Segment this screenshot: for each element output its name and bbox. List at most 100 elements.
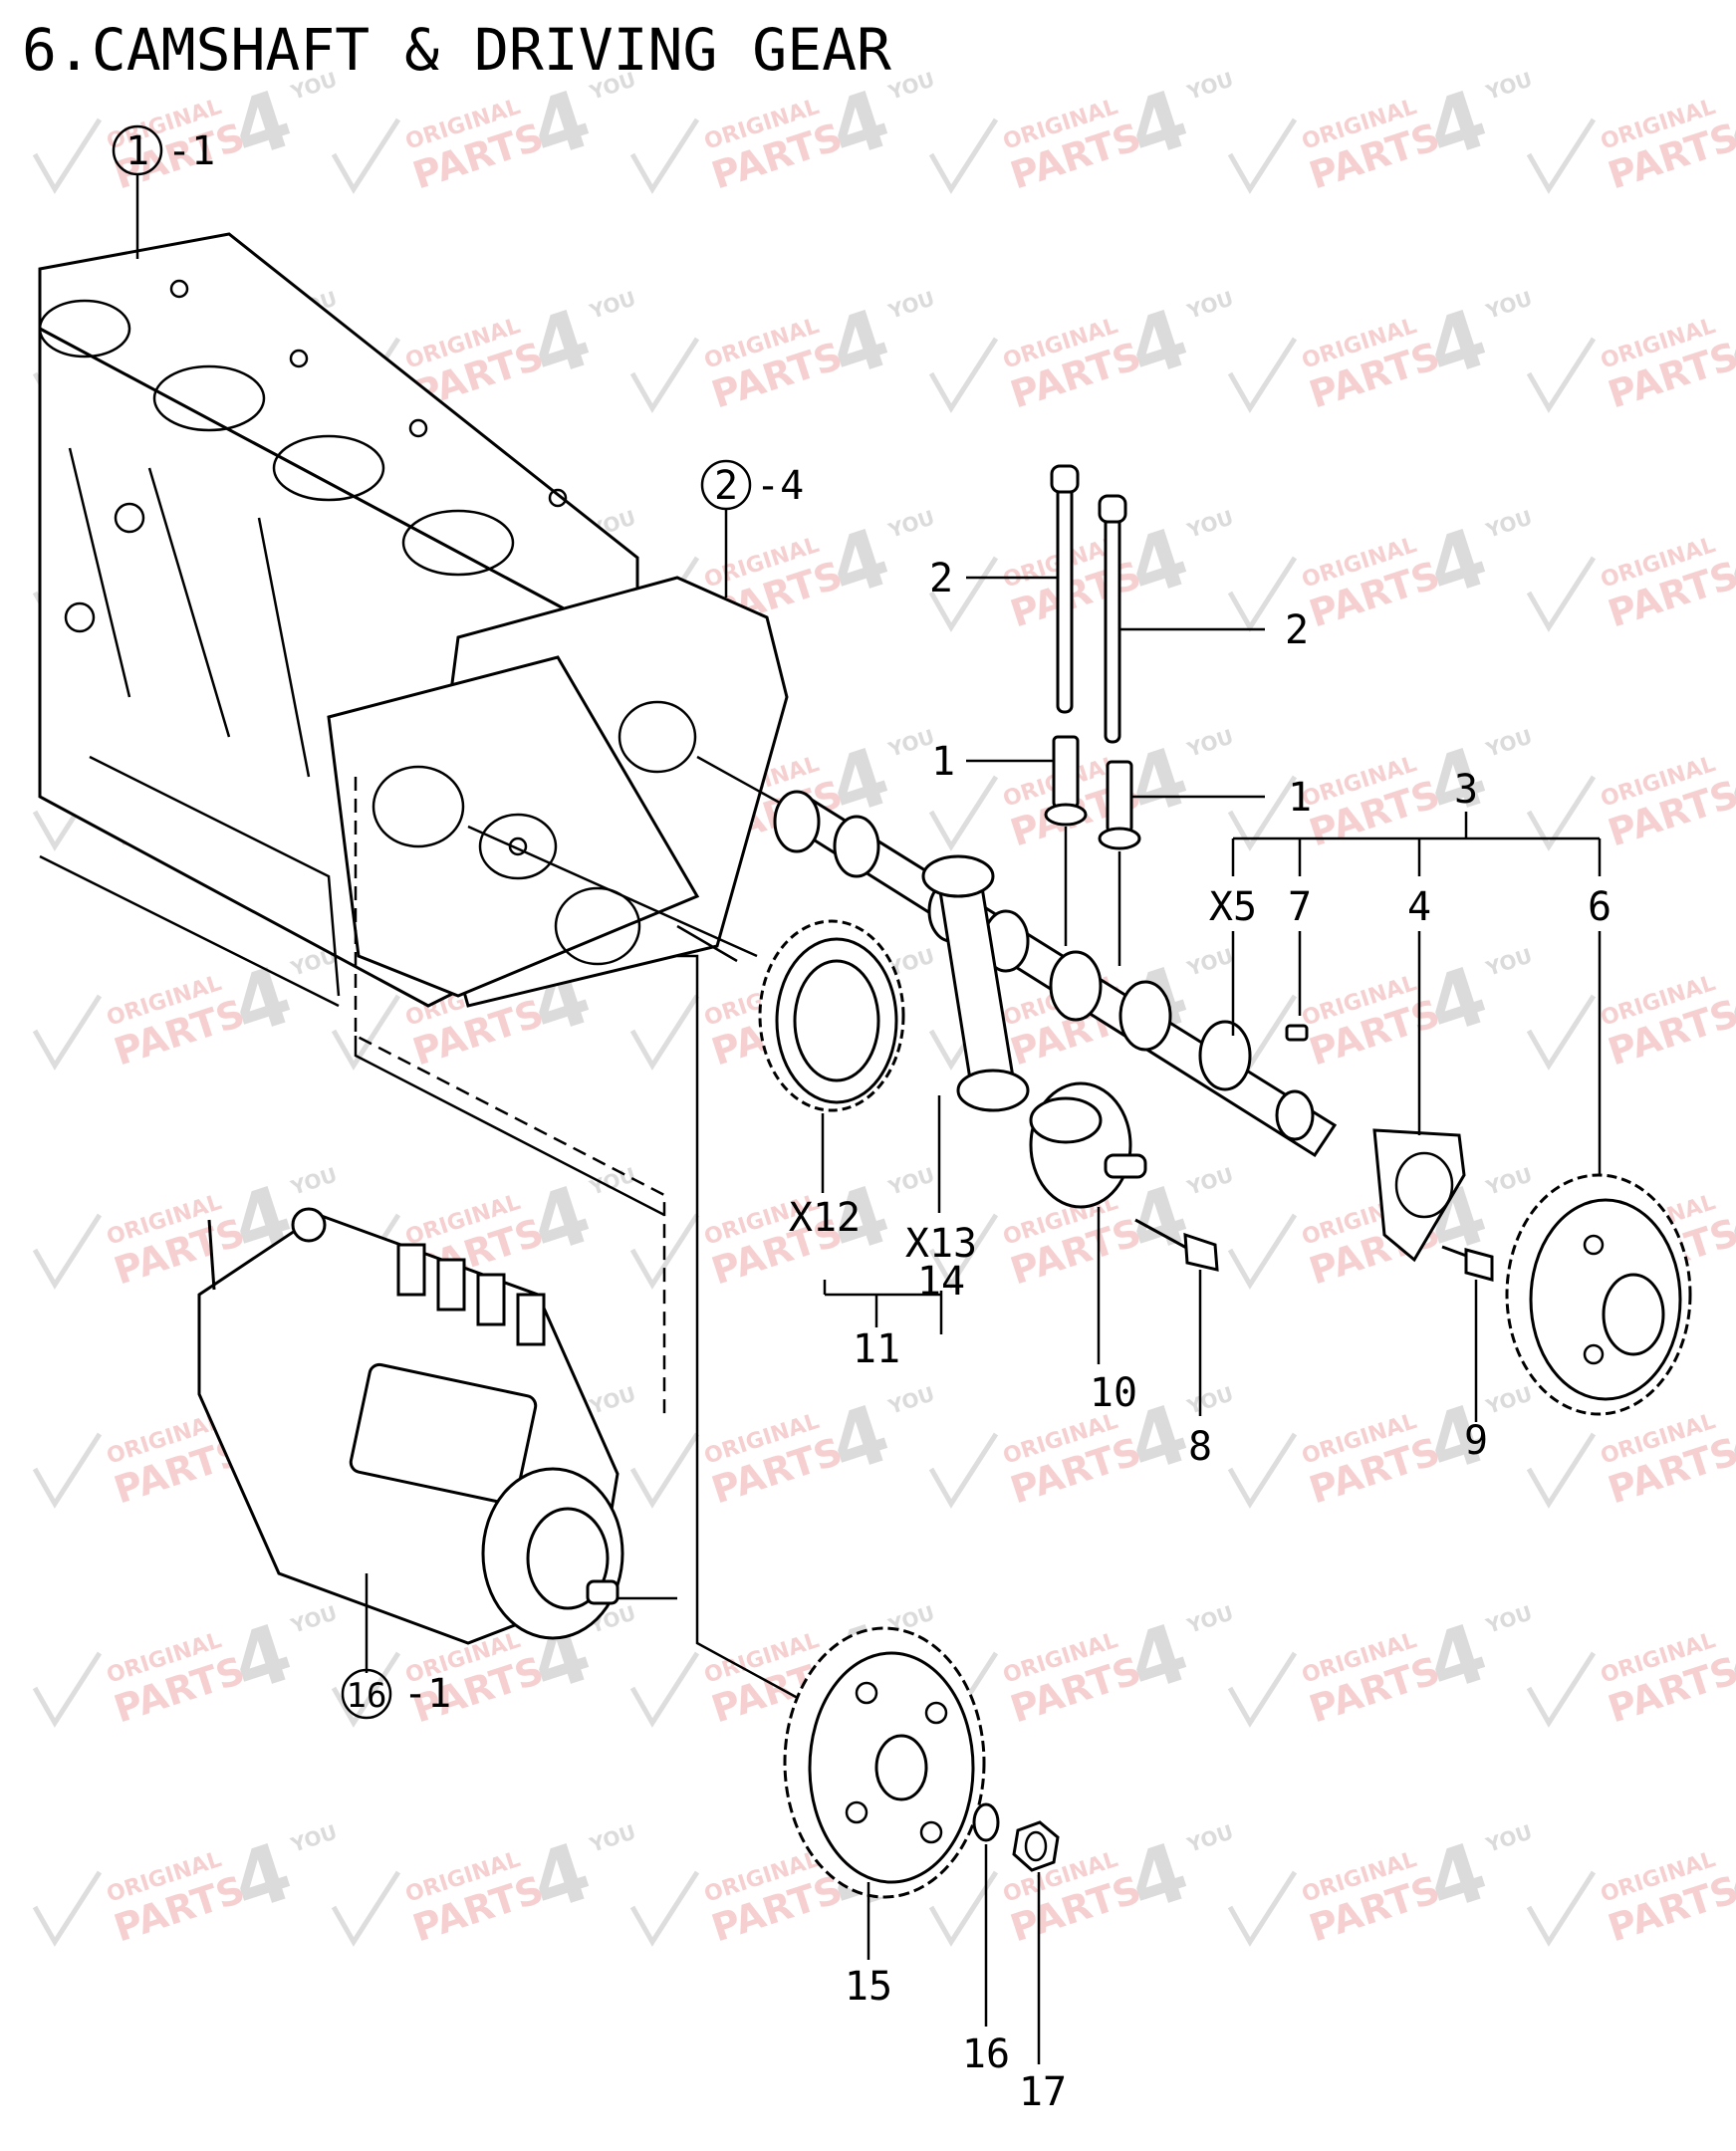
label-bushing-x13: X13 — [905, 1221, 977, 1267]
label-idler-gear-x12: X12 — [789, 1195, 861, 1241]
part-labels: 2 2 1 1 3 X5 7 4 6 X12 X13 14 11 10 8 9 … — [789, 556, 1612, 2115]
watermark-check-icon — [1526, 1432, 1597, 1509]
watermark-check-icon — [1526, 118, 1597, 194]
callout-16-suffix: -1 — [403, 1671, 451, 1717]
callout-injection-pump: 16 -1 — [341, 1668, 451, 1720]
camshaft — [773, 790, 1338, 1158]
watermark-check-icon — [1526, 556, 1597, 632]
nut-17 — [1012, 1820, 1060, 2064]
callout-1-suffix: -1 — [167, 128, 215, 174]
watermark-suffix: YOU — [1183, 1381, 1236, 1419]
watermark-suffix: YOU — [1482, 943, 1535, 981]
watermark-suffix: YOU — [586, 1381, 638, 1419]
watermark-suffix: YOU — [1482, 67, 1535, 105]
watermark-check-icon — [1227, 118, 1298, 194]
watermark-suffix: YOU — [1482, 1600, 1535, 1638]
watermark-suffix: YOU — [884, 286, 937, 324]
watermark-check-icon — [32, 1213, 103, 1290]
watermark-suffix: YOU — [884, 724, 937, 762]
watermark-suffix: YOU — [1482, 1162, 1535, 1200]
watermark-suffix: YOU — [1482, 724, 1535, 762]
watermark-check-icon — [928, 556, 999, 632]
watermark-check-icon — [928, 118, 999, 194]
watermark-suffix: YOU — [287, 1600, 340, 1638]
label-thrust-plate-4: 4 — [1407, 884, 1431, 930]
watermark-suffix: YOU — [884, 505, 937, 543]
watermark-check-icon — [928, 337, 999, 413]
label-tappet-right: 1 — [1288, 775, 1312, 821]
watermark-check-icon — [32, 1651, 103, 1728]
watermark-suffix: YOU — [1183, 1162, 1236, 1200]
label-idler-assy-11: 11 — [853, 1326, 900, 1372]
watermark-suffix: YOU — [884, 1381, 937, 1419]
callout-gear-case: 2 -4 — [700, 459, 804, 598]
watermark-check-icon — [629, 1651, 700, 1728]
label-idler-shaft-10: 10 — [1090, 1370, 1137, 1416]
watermark-check-icon — [1227, 1651, 1298, 1728]
page-title: 6.CAMSHAFT & DRIVING GEAR — [22, 16, 891, 84]
watermark-check-icon — [1227, 1432, 1298, 1509]
idler-shaft — [1029, 1081, 1147, 1209]
washer-16 — [972, 1802, 1000, 2027]
pump-drive-gear — [783, 1626, 986, 1960]
label-cam-gear-6: 6 — [1588, 884, 1612, 930]
callout-2-number: 2 — [714, 463, 738, 509]
watermark-check-icon — [1227, 1213, 1298, 1290]
watermark-suffix: YOU — [1183, 943, 1236, 981]
watermark-check-icon — [1227, 556, 1298, 632]
injection-pump — [197, 1207, 677, 1673]
callout-1-number: 1 — [125, 128, 149, 174]
thrust-plate — [1372, 1128, 1466, 1263]
watermark-check-icon — [32, 1432, 103, 1509]
watermark-check-icon — [1526, 994, 1597, 1071]
watermark-check-icon — [1227, 775, 1298, 851]
watermark-suffix: YOU — [884, 1162, 937, 1200]
label-washer-16: 16 — [962, 2032, 1010, 2077]
camshaft-gear — [1505, 1173, 1692, 1416]
label-nut-17: 17 — [1019, 2069, 1067, 2115]
bolt-8 — [1134, 1218, 1219, 1272]
label-key-7: 7 — [1288, 884, 1312, 930]
watermark-suffix: YOU — [586, 286, 638, 324]
watermark-suffix: YOU — [1183, 286, 1236, 324]
callout-cylinder-block: 1 -1 — [112, 124, 215, 259]
watermark-check-icon — [629, 118, 700, 194]
callout-2-suffix: -4 — [756, 463, 804, 509]
watermark-suffix: YOU — [1183, 1819, 1236, 1857]
label-bolt-8: 8 — [1188, 1424, 1212, 1470]
label-tappet-left: 1 — [931, 739, 955, 785]
watermark-suffix: YOU — [1183, 505, 1236, 543]
watermark-suffix: YOU — [287, 1162, 340, 1200]
label-14: 14 — [917, 1259, 965, 1305]
watermark-check-icon — [928, 1432, 999, 1509]
watermark-check-icon — [1227, 1870, 1298, 1947]
push-rods — [1050, 464, 1127, 744]
watermark-check-icon — [629, 337, 700, 413]
watermark-check-icon — [331, 994, 401, 1071]
watermark-check-icon — [331, 118, 401, 194]
label-bolt-9: 9 — [1464, 1418, 1488, 1464]
watermark-suffix: YOU — [884, 67, 937, 105]
